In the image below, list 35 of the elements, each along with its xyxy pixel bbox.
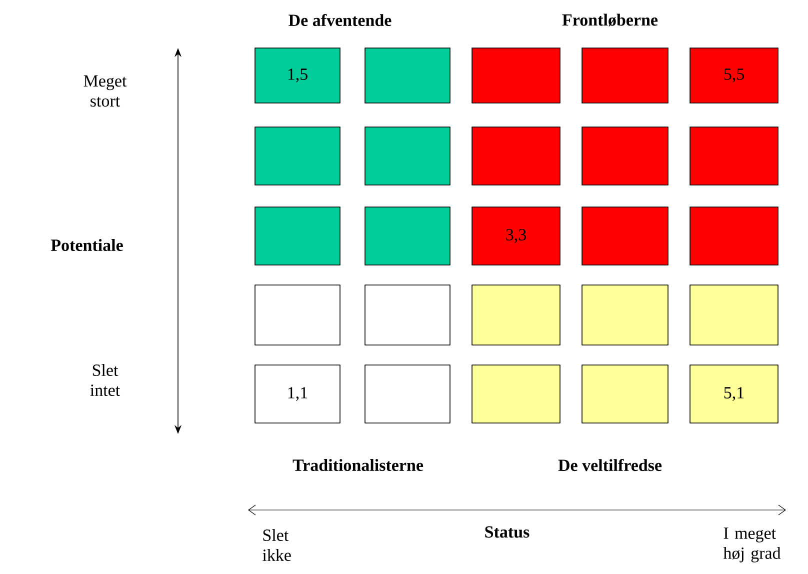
grid-cell: 3,3 — [472, 206, 560, 266]
grid-cell — [690, 126, 778, 186]
axis-label: Potentiale — [50, 239, 123, 251]
grid-cell — [582, 284, 668, 346]
grid-cell — [690, 284, 778, 346]
grid-cell — [364, 126, 450, 186]
quadrant-label: Traditionalisterne — [292, 459, 424, 471]
grid-cell — [254, 126, 340, 186]
grid-cell — [582, 364, 668, 424]
axis-end-label: I meget høj grad — [723, 528, 781, 562]
grid-cell — [472, 364, 560, 424]
grid-cell: 5,1 — [690, 364, 778, 424]
quadrant-label: De veltilfredse — [558, 458, 662, 472]
quadrant-label: De afventende — [288, 14, 392, 26]
grid-cell — [582, 206, 668, 266]
grid-cell — [254, 284, 340, 346]
grid-cell — [364, 48, 450, 104]
grid-cell — [472, 284, 560, 346]
grid-cell — [364, 364, 450, 424]
grid-cell — [364, 284, 450, 346]
axis-label: Status — [485, 526, 530, 538]
grid-cell: 1,1 — [254, 364, 340, 424]
axis-end-label: Slet ikke — [262, 529, 291, 561]
grid-cell — [472, 126, 560, 186]
grid-cell: 5,5 — [690, 48, 778, 104]
grid-cell — [582, 48, 668, 104]
grid-cell: 1,5 — [254, 48, 340, 104]
grid-cell — [364, 206, 450, 266]
grid-cell — [690, 206, 778, 266]
grid-cell — [472, 48, 560, 104]
quadrant-label: Frontløberne — [562, 14, 658, 26]
grid-cell — [582, 126, 668, 186]
axis-end-label: Meget stort — [84, 75, 127, 107]
axis-end-label: Slet intet — [90, 364, 120, 396]
grid-cell — [254, 206, 340, 266]
